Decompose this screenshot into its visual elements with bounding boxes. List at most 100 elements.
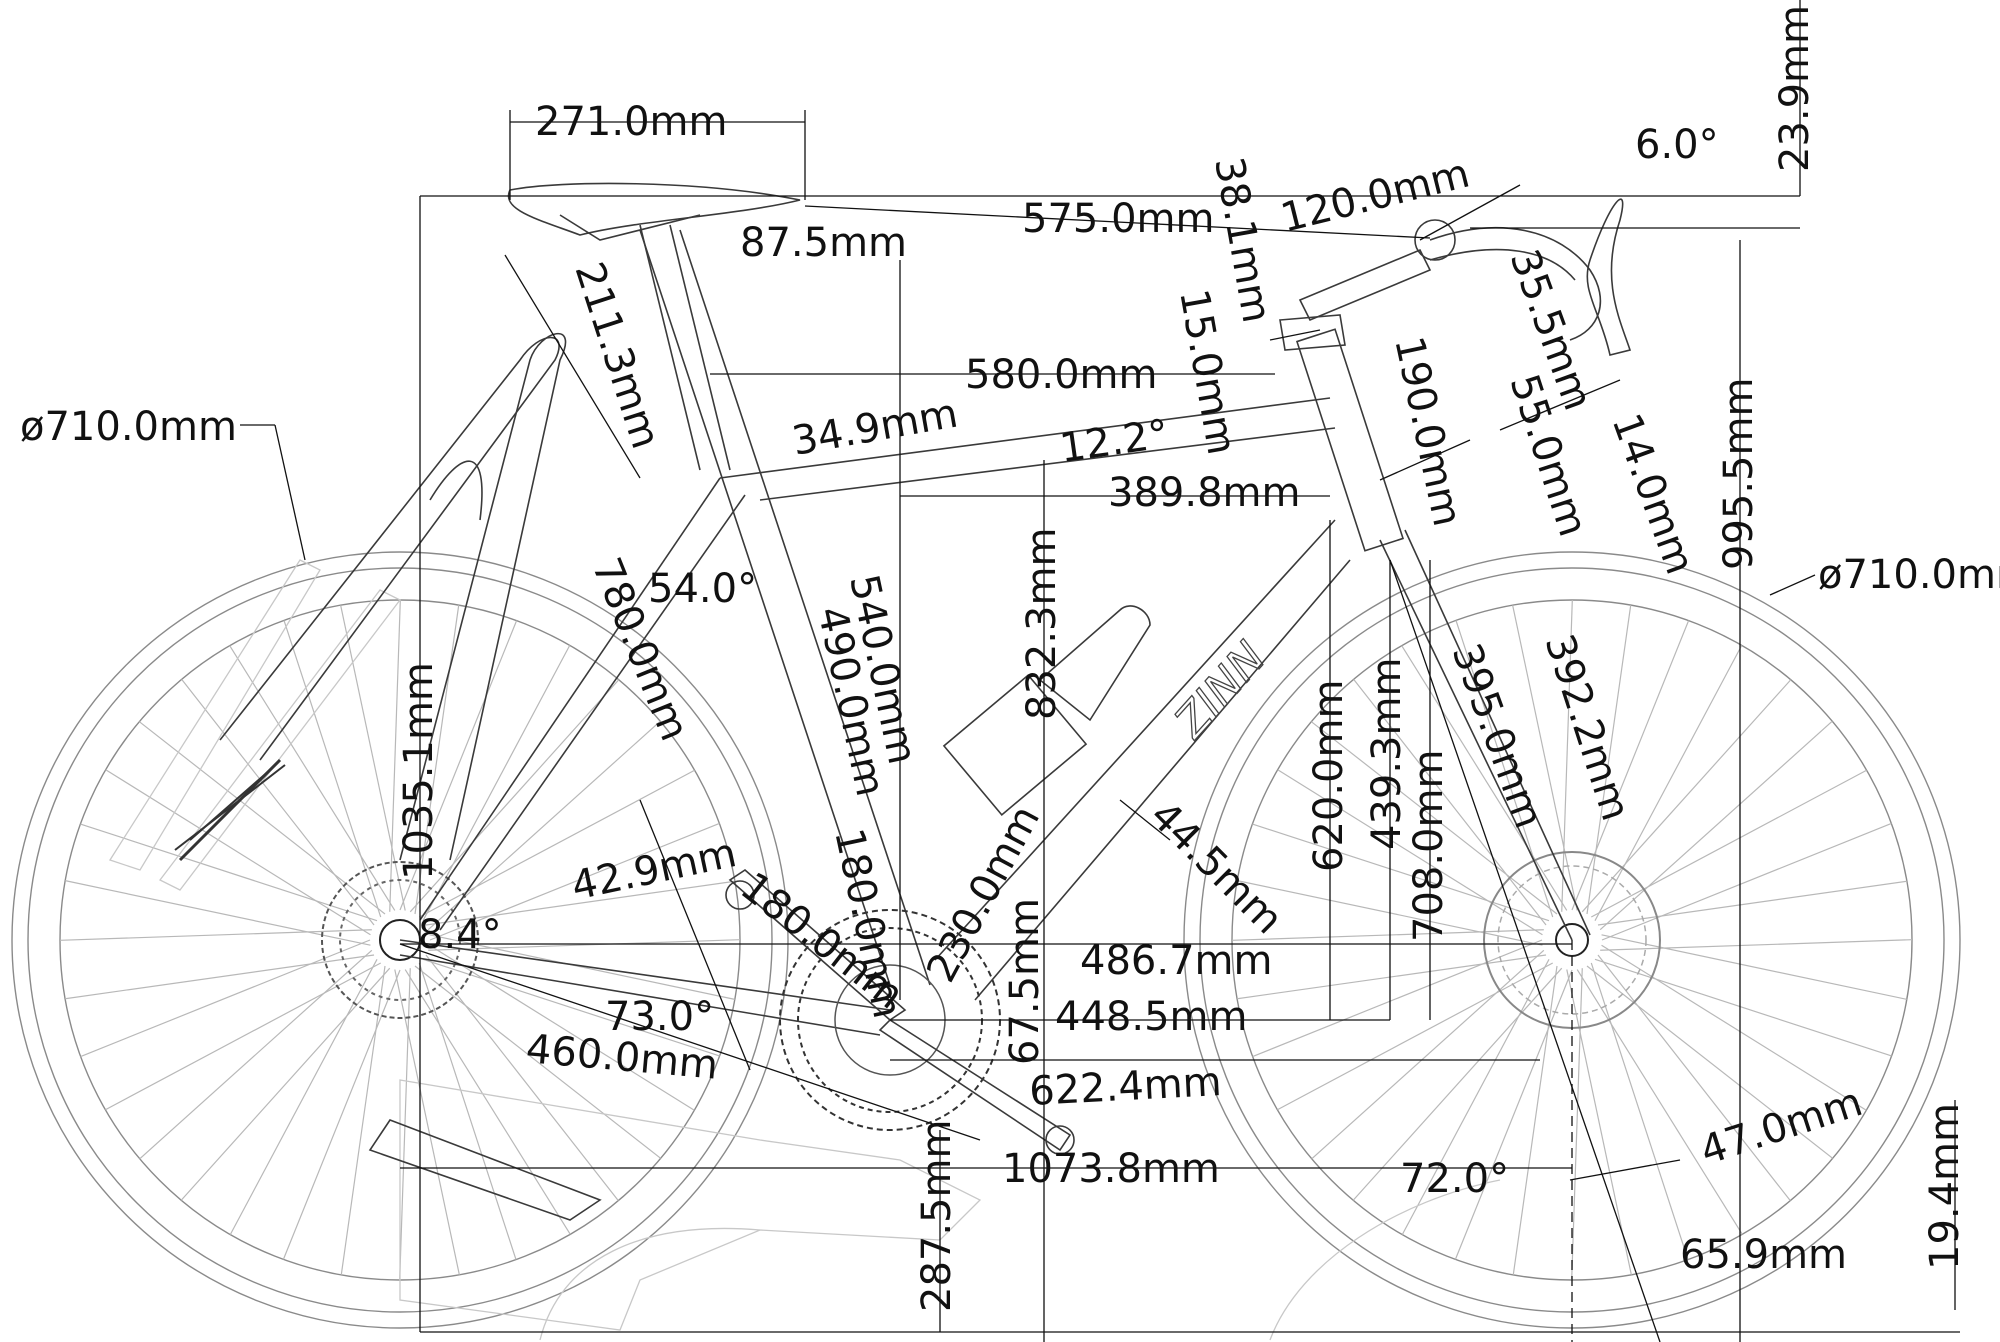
spoke <box>425 954 619 1202</box>
label-front-wheel-diameter: ø710.0mm <box>1818 552 2000 598</box>
spoke <box>1401 645 1568 911</box>
spoke <box>1252 939 1543 1058</box>
label-top-tube: 580.0mm <box>965 352 1157 398</box>
spoke <box>422 645 571 921</box>
spoke <box>282 969 401 1260</box>
spoke <box>1401 959 1550 1235</box>
spoke <box>340 605 406 911</box>
spoke <box>389 599 401 912</box>
label-tire-drop: 19.4mm <box>1922 1103 1968 1270</box>
label-bb-to-front: 486.7mm <box>1080 938 1272 984</box>
spoke <box>1597 880 1907 926</box>
spoke <box>425 880 735 926</box>
spoke <box>394 969 460 1275</box>
label-fork-length: 708.0mm <box>1406 750 1452 942</box>
spoke <box>340 965 386 1275</box>
label-stack-offset: 23.9mm <box>1772 5 1818 172</box>
spoke <box>1590 962 1689 1260</box>
spoke <box>181 678 375 926</box>
label-seatpost-diameter: 34.9mm <box>789 391 961 465</box>
spoke <box>1311 949 1545 1160</box>
label-front-center: 448.5mm <box>1055 994 1247 1040</box>
spoke <box>409 679 620 913</box>
label-trail: 65.9mm <box>1680 1232 1847 1278</box>
spoke <box>1601 822 1892 941</box>
spoke <box>59 929 372 941</box>
spoke <box>1237 954 1547 1000</box>
ghost-frame <box>109 559 1501 1341</box>
spoke <box>1561 599 1573 912</box>
spoke <box>65 880 371 946</box>
spoke <box>1571 620 1690 911</box>
spoke <box>429 944 695 1111</box>
spoke <box>1571 968 1583 1281</box>
label-head-tube-mid: 439.3mm <box>1364 658 1410 850</box>
spoke <box>429 822 720 941</box>
spoke <box>419 769 695 918</box>
label-bb-drop: 67.5mm <box>1002 898 1048 1065</box>
label-head-tube-angle: 72.0° <box>1400 1156 1509 1202</box>
spoke <box>1353 678 1547 926</box>
spoke <box>1231 929 1544 941</box>
label-top-tube-height: 832.3mm <box>1019 528 1065 720</box>
spoke <box>229 959 378 1235</box>
spoke <box>399 968 411 1281</box>
spoke <box>1252 823 1550 922</box>
rear-wheel <box>11 551 789 1329</box>
label-cassette-angle: 8.4° <box>418 912 502 958</box>
label-total-height: 1035.1mm <box>396 662 442 880</box>
spoke <box>1586 965 1834 1159</box>
label-seat-tube-angle: 73.0° <box>605 994 714 1040</box>
spoke <box>1586 605 1632 915</box>
spoke <box>1454 969 1573 1260</box>
label-fork-offset-len: 622.4mm <box>1028 1059 1223 1115</box>
label-saddle-length: 271.0mm <box>535 99 727 145</box>
label-bb-height: 287.5mm <box>914 1120 960 1312</box>
spoke <box>414 965 662 1159</box>
spoke <box>428 939 741 951</box>
spoke <box>427 720 661 931</box>
label-top-tube-slope: 12.2° <box>1057 411 1171 472</box>
spoke <box>1599 720 1833 931</box>
spoke <box>429 934 735 1000</box>
spoke <box>1512 965 1558 1275</box>
spoke <box>138 721 386 915</box>
spoke <box>1601 934 1907 1000</box>
spoke <box>1576 969 1743 1235</box>
front-wheel <box>1183 551 1961 1329</box>
label-downtube-diameter: 44.5mm <box>1141 793 1292 944</box>
label-fork-rake: 47.0mm <box>1695 1079 1868 1174</box>
spoke <box>1591 769 1867 918</box>
spoke <box>80 823 378 922</box>
label-head-tube-length: 620.0mm <box>1306 680 1352 872</box>
spoke <box>80 939 371 1058</box>
spoke <box>180 967 391 1201</box>
spoke <box>1600 939 1913 951</box>
label-rear-wheel-diameter: ø710.0mm <box>20 404 237 450</box>
label-reach-to-bars: 575.0mm <box>1022 196 1214 242</box>
spoke <box>1581 679 1792 913</box>
label-steerer-height: 190.0mm <box>1385 333 1470 531</box>
label-reach: 389.8mm <box>1108 470 1300 516</box>
spoke <box>1277 962 1553 1111</box>
spoke <box>418 962 517 1260</box>
spoke <box>414 605 460 915</box>
label-seat-extension: 211.3mm <box>565 257 668 454</box>
spoke <box>1277 769 1543 936</box>
spoke <box>105 769 371 936</box>
label-front-center-a: 395.0mm <box>1443 638 1552 835</box>
spoke <box>65 954 375 1000</box>
spoke <box>1601 944 1867 1111</box>
spoke <box>404 969 571 1235</box>
spoke <box>1594 645 1743 921</box>
dimension-lines <box>240 0 1960 1342</box>
label-bar-rise-angle: 6.0° <box>1635 122 1719 168</box>
spoke <box>1352 967 1563 1201</box>
label-stack: 995.5mm <box>1716 378 1762 570</box>
spoke <box>1512 605 1578 911</box>
spoke <box>105 962 381 1111</box>
spoke <box>1597 954 1791 1202</box>
spoke <box>139 949 373 1160</box>
label-saddle-setback: 87.5mm <box>740 220 907 266</box>
